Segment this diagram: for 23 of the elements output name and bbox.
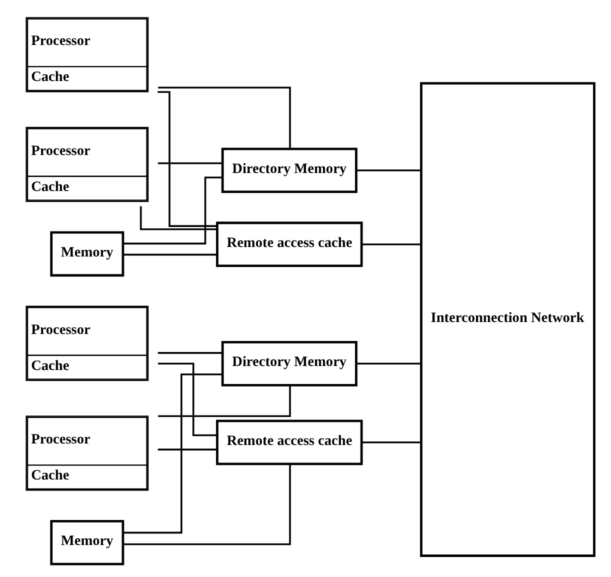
connector <box>123 254 218 256</box>
connector <box>158 385 291 418</box>
connector <box>158 362 218 436</box>
connector <box>356 169 421 172</box>
node-box: Memory <box>50 520 124 566</box>
node-box: Remote access cache <box>216 222 363 268</box>
connector <box>356 362 421 365</box>
node-box: Remote access cache <box>216 420 363 466</box>
connector <box>140 206 217 230</box>
connector <box>158 86 291 149</box>
connector <box>123 374 223 534</box>
node-box: Memory <box>50 231 124 277</box>
connector <box>158 352 222 354</box>
connector <box>158 162 222 164</box>
connector <box>158 91 217 227</box>
connector <box>123 176 222 244</box>
node-box: Interconnection Network <box>420 82 596 557</box>
connector <box>362 243 422 246</box>
node-box: Directory Memory <box>221 148 358 194</box>
node-box: Directory Memory <box>221 341 358 386</box>
connector <box>158 448 217 450</box>
connector <box>362 442 422 444</box>
connector <box>122 464 291 546</box>
